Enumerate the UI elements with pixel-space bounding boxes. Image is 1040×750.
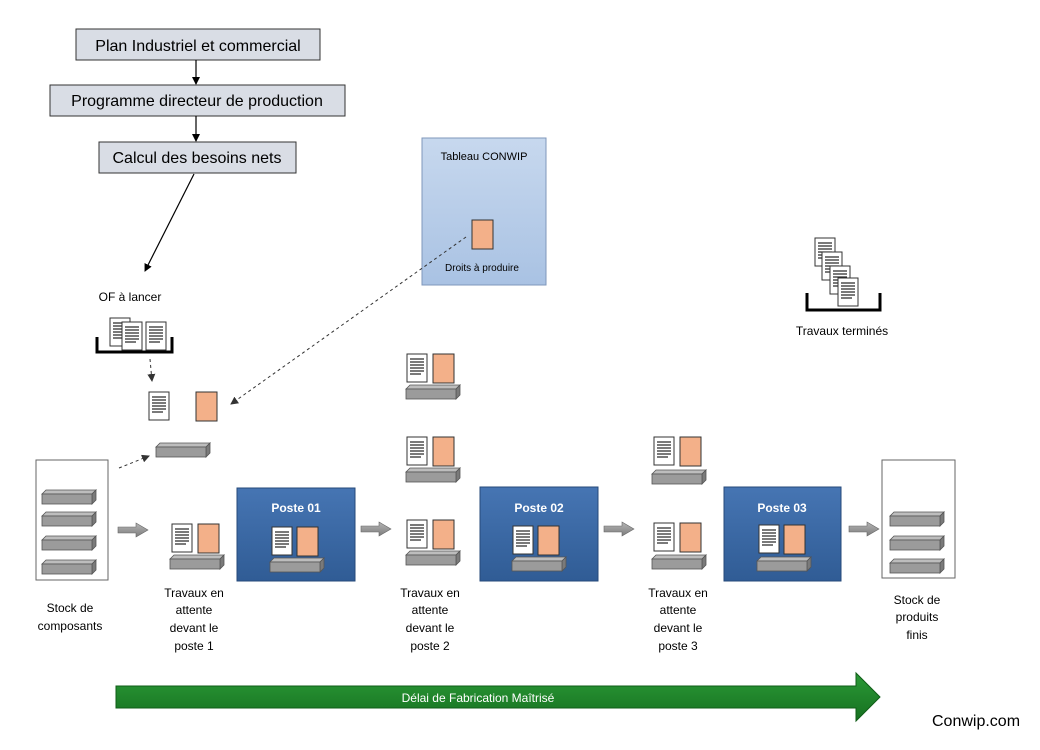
queue-1-line-4: poste 1 bbox=[174, 639, 214, 653]
pdp-box bbox=[49, 84, 346, 117]
pic-label: Plan Industriel et commercial bbox=[95, 38, 300, 55]
queue-3-line-2: attente bbox=[660, 603, 697, 617]
queue-3: Travaux en attente devant le poste 3 bbox=[648, 436, 708, 653]
queue-1-line-1: Travaux en bbox=[164, 586, 224, 600]
station-03-box bbox=[723, 486, 842, 582]
conwip-board-panel bbox=[421, 137, 547, 286]
board-card-icon bbox=[471, 219, 494, 250]
queue-2-line-3: devant le bbox=[406, 621, 455, 635]
flow-arrow-1 bbox=[117, 522, 149, 538]
arrow-cbn-of bbox=[144, 173, 195, 272]
pic-box bbox=[75, 28, 321, 61]
pdp-label: Programme directeur de production bbox=[71, 93, 323, 110]
component-stock: Stock de composants bbox=[35, 459, 109, 633]
dashed-arrow-stock-launch bbox=[118, 454, 150, 469]
launched-tray-icon bbox=[155, 442, 211, 458]
launched-card-icon bbox=[195, 391, 218, 422]
cbn-label: Calcul des besoins nets bbox=[113, 150, 282, 167]
planning-chain: Plan Industriel et commercial Programme … bbox=[49, 28, 346, 272]
station-01: Poste 01 bbox=[236, 487, 356, 582]
board-card-label: Droits à produire bbox=[445, 263, 519, 274]
queue-2-line-4: poste 2 bbox=[410, 639, 450, 653]
flow-arrow-4 bbox=[848, 521, 880, 537]
finished-label: Travaux terminés bbox=[796, 324, 888, 338]
flow-arrow-3 bbox=[603, 521, 635, 537]
lead-time-arrow: Délai de Fabrication Maîtrisé bbox=[115, 671, 881, 723]
queue-2-line-2: attente bbox=[412, 603, 449, 617]
finished-stock: Stock de produits finis bbox=[881, 459, 956, 642]
queue-3-line-1: Travaux en bbox=[648, 586, 708, 600]
conwip-board: Tableau CONWIP Droits à produire bbox=[421, 137, 547, 286]
queue-3-line-3: devant le bbox=[654, 621, 703, 635]
dashed-arrow-card-return bbox=[230, 236, 467, 405]
queue-1-line-2: attente bbox=[176, 603, 213, 617]
station-03: Poste 03 bbox=[723, 486, 842, 582]
station-02-label: Poste 02 bbox=[514, 501, 564, 515]
component-stock-label-1: Stock de bbox=[47, 601, 94, 615]
queue-2-line-1: Travaux en bbox=[400, 586, 460, 600]
station-02: Poste 02 bbox=[479, 486, 599, 582]
of-label: OF à lancer bbox=[99, 290, 162, 304]
lead-time-label: Délai de Fabrication Maîtrisé bbox=[402, 691, 555, 705]
finished-jobs: Travaux terminés bbox=[796, 237, 888, 338]
of-to-launch: OF à lancer bbox=[95, 290, 174, 382]
component-stock-label-2: composants bbox=[38, 619, 103, 633]
queue-1-line-3: devant le bbox=[170, 621, 219, 635]
finished-stock-label-3: finis bbox=[906, 628, 927, 642]
finished-documents-icon bbox=[805, 237, 882, 312]
queue-3-line-4: poste 3 bbox=[658, 639, 698, 653]
flow-arrow-2 bbox=[360, 521, 392, 537]
conwip-board-title: Tableau CONWIP bbox=[441, 151, 528, 163]
launch-area bbox=[148, 391, 218, 458]
brand-label: Conwip.com bbox=[932, 713, 1020, 730]
of-documents-icon bbox=[95, 317, 174, 354]
dashed-arrow-of-doc bbox=[147, 358, 156, 382]
station-03-label: Poste 03 bbox=[757, 501, 807, 515]
launched-document-icon bbox=[148, 391, 170, 421]
queue-1: Travaux en attente devant le poste 1 bbox=[164, 523, 225, 653]
cbn-box bbox=[98, 141, 297, 174]
finished-stock-label-2: produits bbox=[896, 610, 939, 624]
finished-stock-label-1: Stock de bbox=[894, 593, 941, 607]
station-01-label: Poste 01 bbox=[271, 501, 321, 515]
queue-2: Travaux en attente devant le poste 2 bbox=[400, 353, 461, 653]
